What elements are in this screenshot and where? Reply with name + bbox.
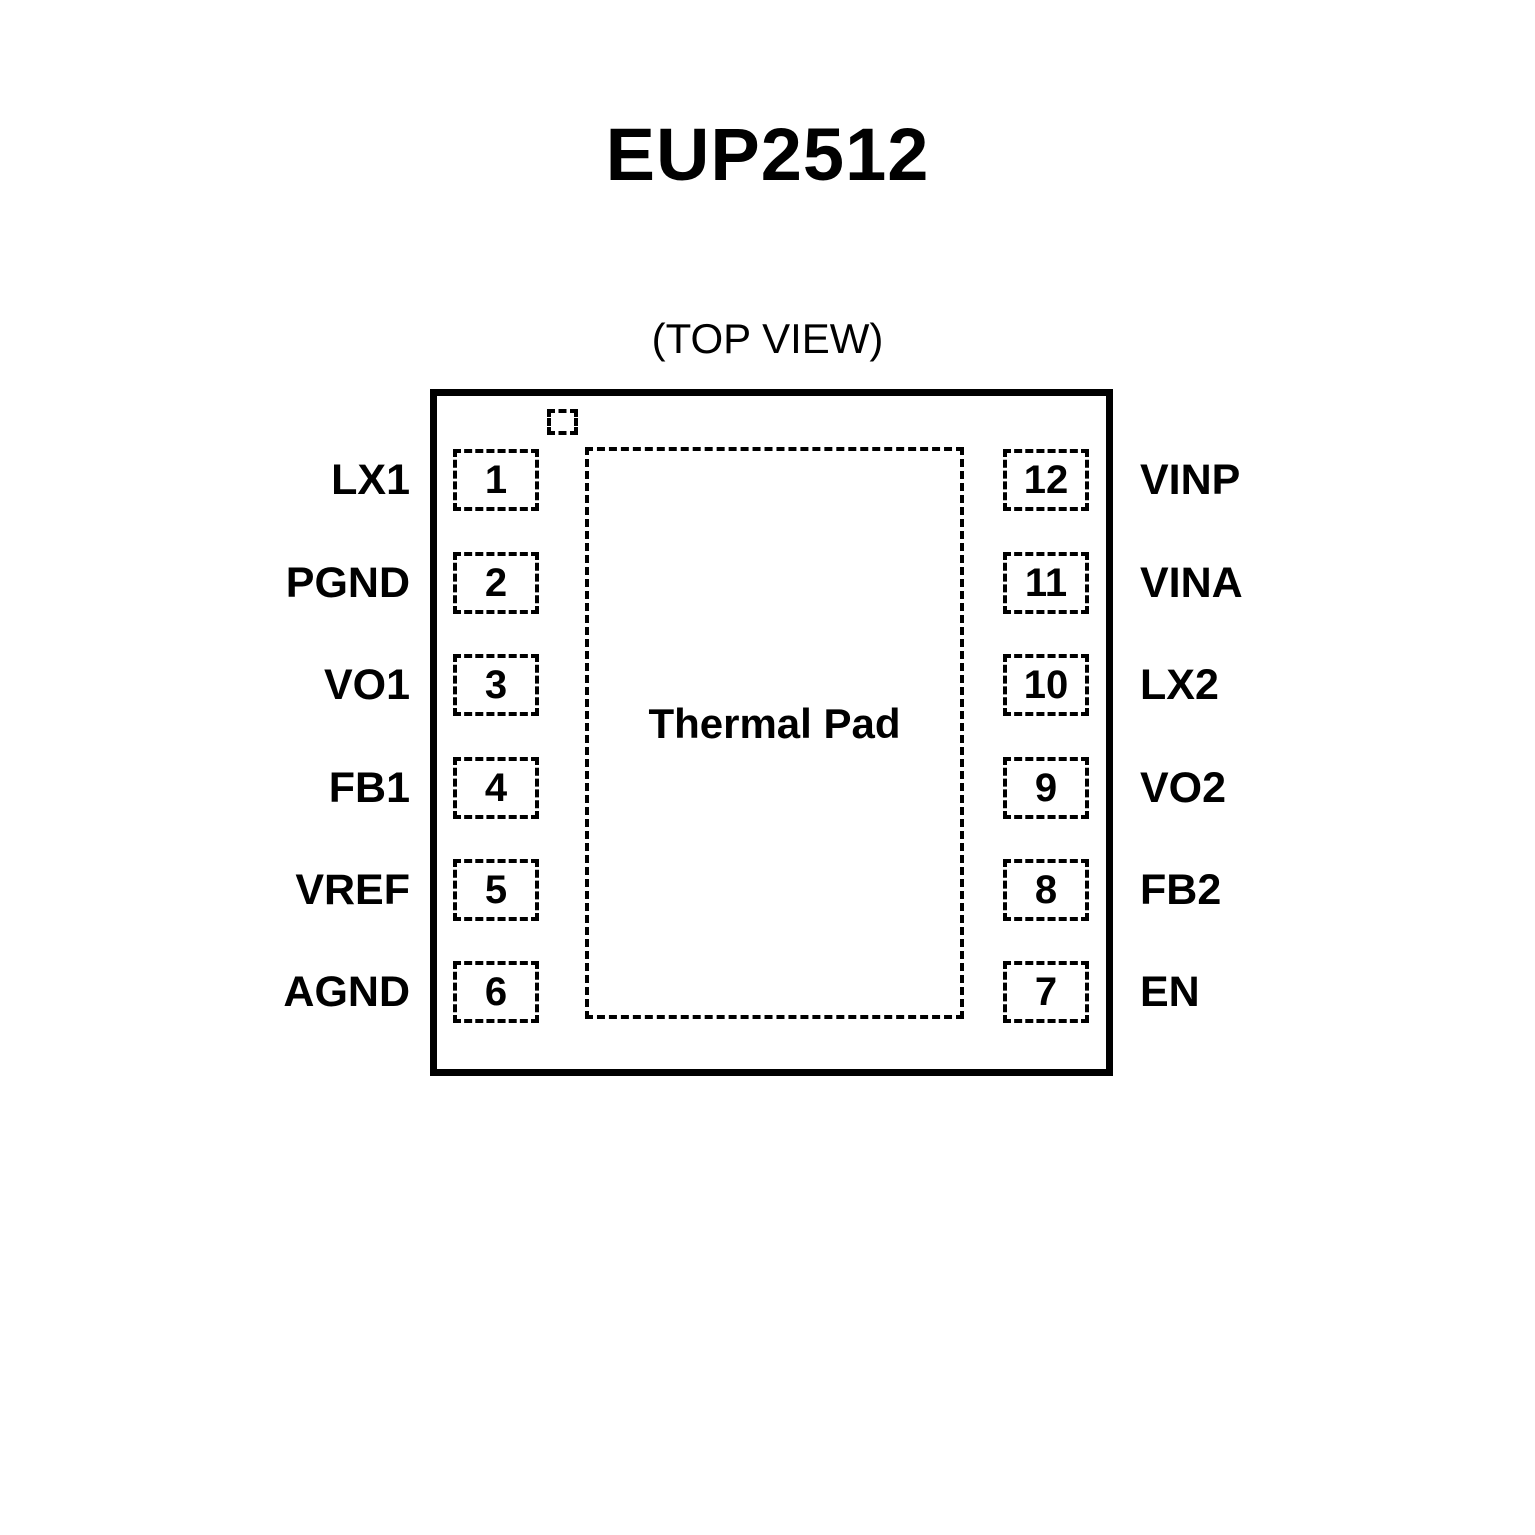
pin-label-fb2: FB2 [1140,865,1222,914]
pin-label-vo2: VO2 [1140,763,1227,812]
pin-pad-7: 7 [1003,961,1089,1023]
pin-number: 11 [1024,561,1068,605]
pin-pad-8: 8 [1003,859,1089,921]
pin-number: 10 [1023,663,1069,707]
pin-number: 9 [1034,766,1058,810]
pin-pad-12: 12 [1003,449,1089,511]
pin-pad-4: 4 [453,757,539,819]
pin-label-vref: VREF [295,865,410,914]
pin1-marker-icon [547,409,578,435]
pin-pad-11: 11 [1003,552,1089,614]
pin-label-fb1: FB1 [328,763,410,812]
pin-label-en: EN [1140,967,1200,1016]
pin-pad-10: 10 [1003,654,1089,716]
pin-number: 2 [484,561,508,605]
pin-pad-9: 9 [1003,757,1089,819]
pin-pad-3: 3 [453,654,539,716]
page-title: EUP2512 [605,113,930,196]
pin-number: 3 [484,663,508,707]
pin-number: 1 [484,458,508,502]
pin-number: 6 [484,970,508,1014]
pin-label-lx1: LX1 [331,455,410,504]
pin-number: 7 [1034,970,1058,1014]
pin-pad-5: 5 [453,859,539,921]
thermal-pad-outline [585,447,964,1019]
thermal-pad-label: Thermal Pad [648,700,901,747]
pin-number: 5 [484,868,508,912]
package-body-outline [430,389,1113,1076]
pin-label-pgnd: PGND [285,558,410,607]
pin-label-vo1: VO1 [323,660,410,709]
pin-number: 12 [1023,458,1069,502]
pin-label-lx2: LX2 [1140,660,1219,709]
pin-label-vinp: VINP [1140,455,1241,504]
pin-label-vina: VINA [1140,558,1243,607]
pin-number: 4 [484,766,508,810]
pin-pad-1: 1 [453,449,539,511]
pin-number: 8 [1034,868,1058,912]
pin-pad-2: 2 [453,552,539,614]
pin-label-agnd: AGND [283,967,410,1016]
view-caption: (TOP VIEW) [651,315,884,362]
pin-pad-6: 6 [453,961,539,1023]
